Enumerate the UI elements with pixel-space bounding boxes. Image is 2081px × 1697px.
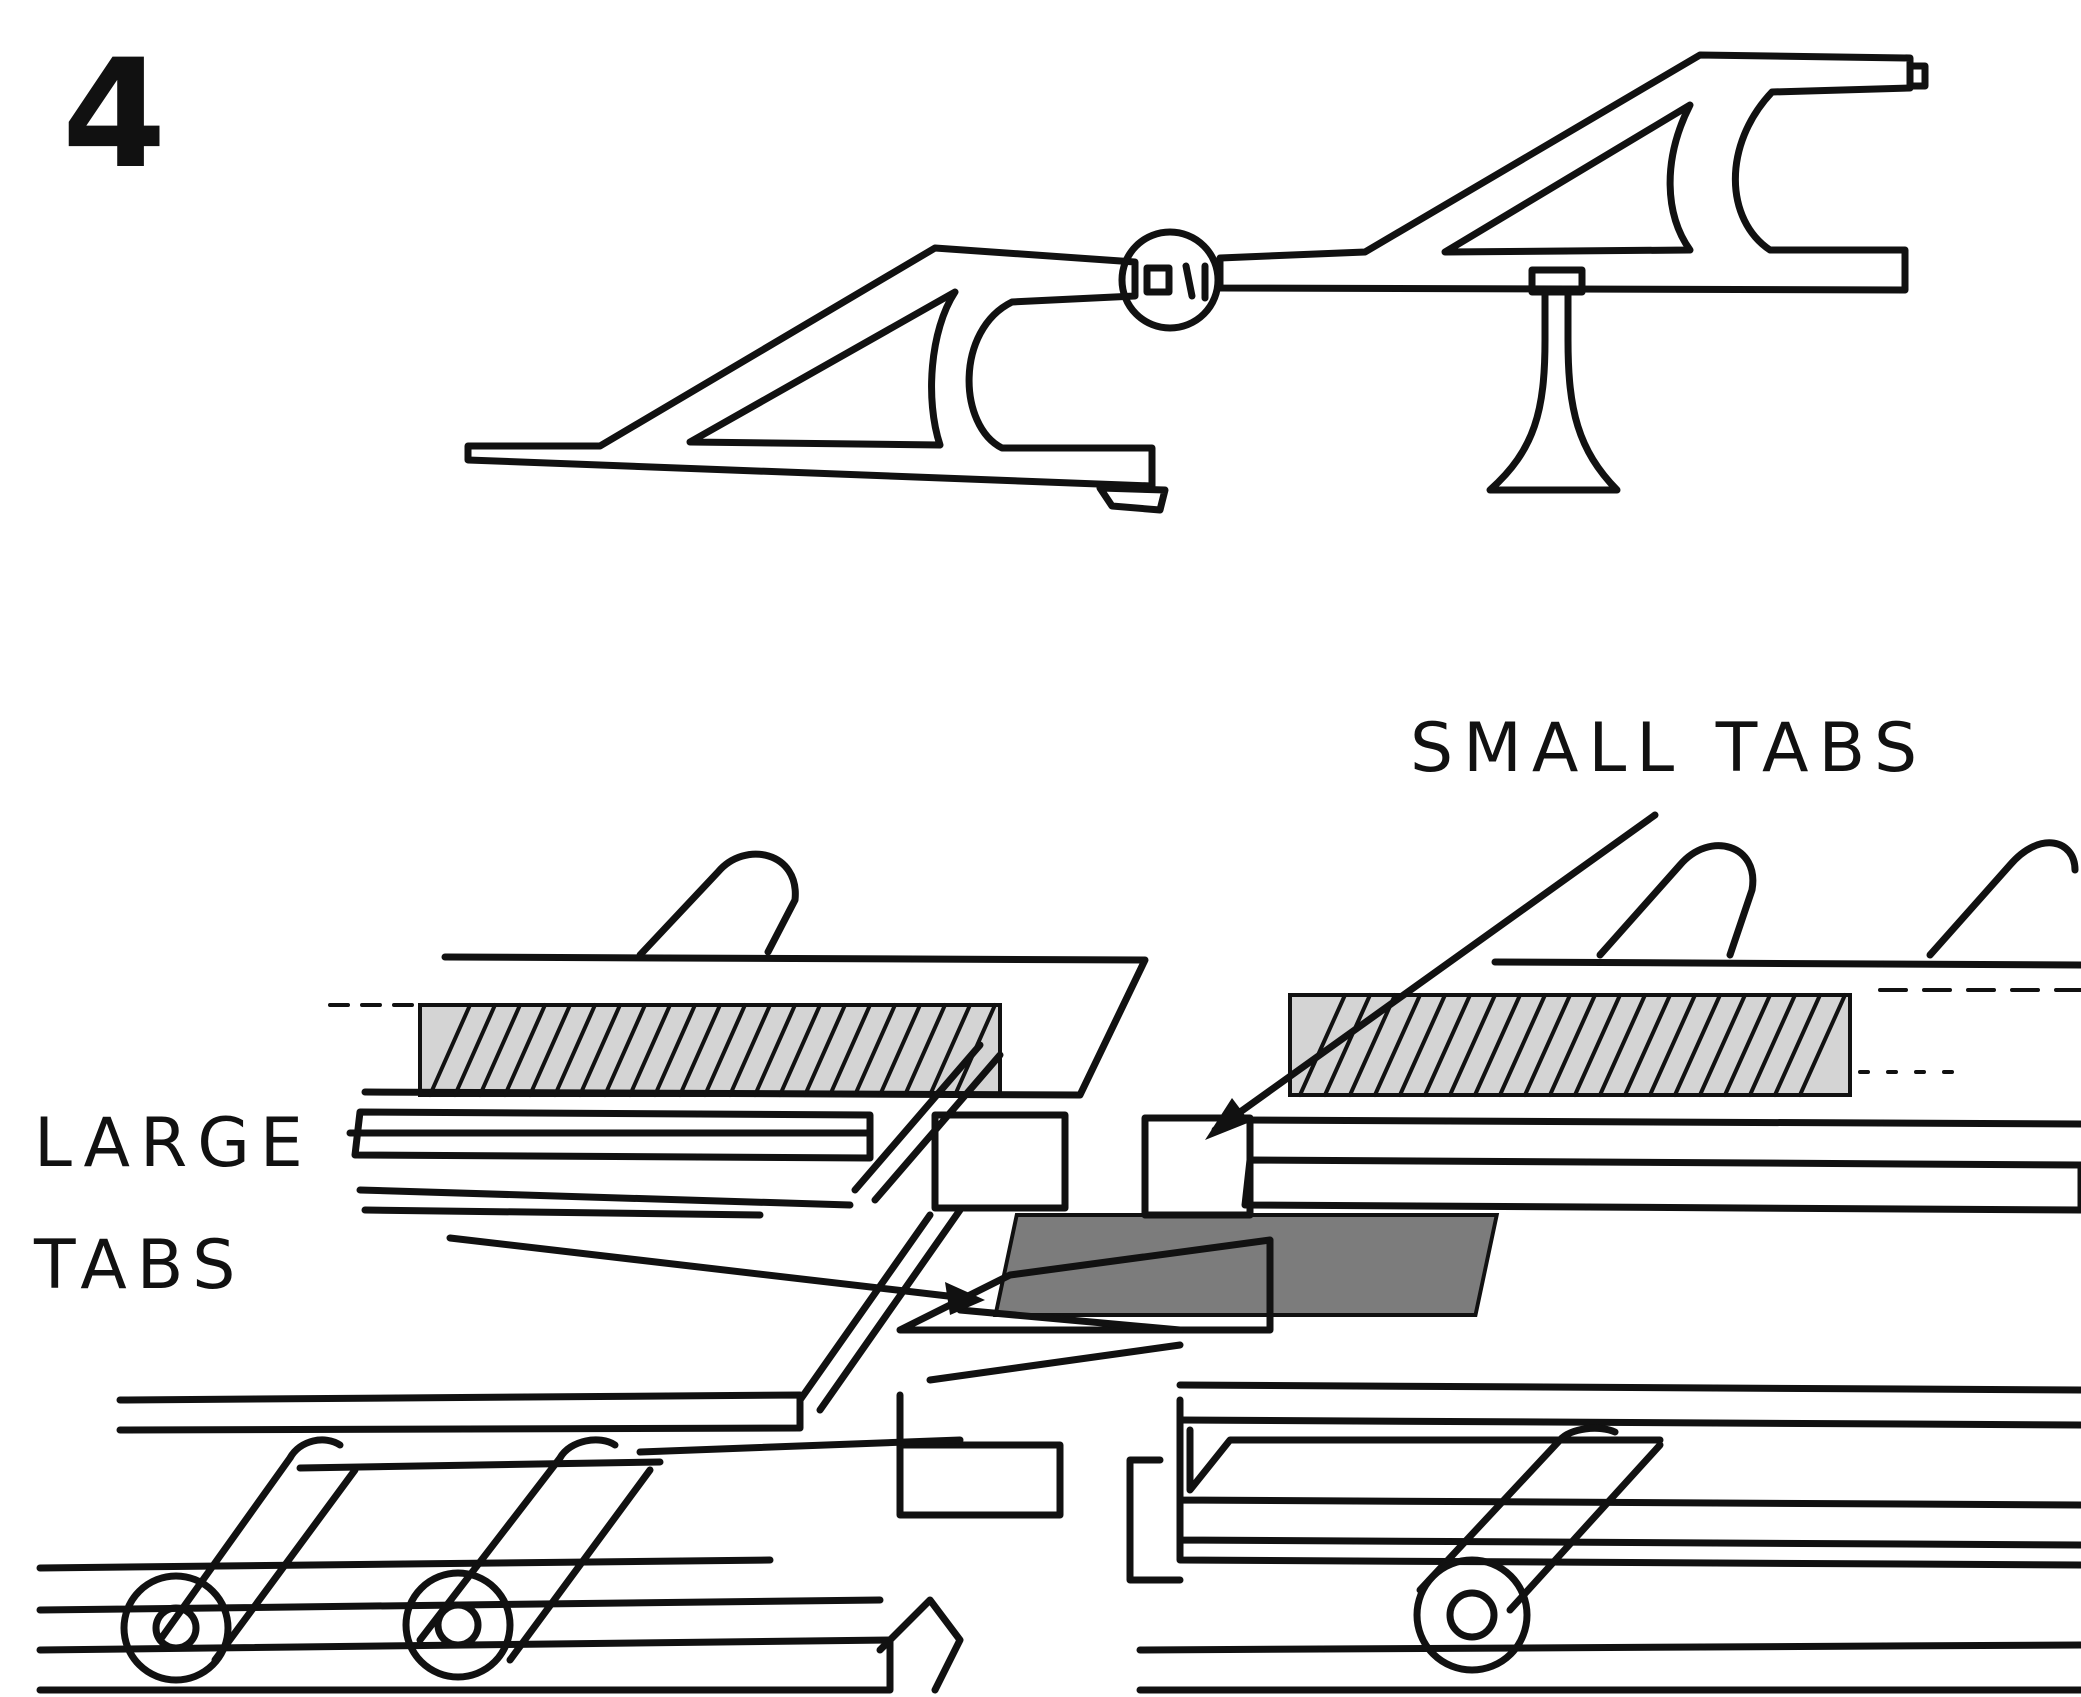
- left-roller-arm-1: [156, 1436, 359, 1664]
- center-connector: [926, 1306, 1184, 1384]
- large-tabs-arrowhead: [945, 1282, 985, 1315]
- right-base-rail: [1136, 1641, 2081, 1694]
- small-tabs-arrowhead: [1205, 1098, 1250, 1140]
- left-frame-cutout: [686, 288, 959, 449]
- left-upper-teeth: [428, 1003, 997, 1097]
- large-tabs-label-line2: TABS: [34, 1226, 246, 1305]
- right-roller-arm: [1416, 1424, 1664, 1614]
- left-roller-2: [402, 1569, 514, 1681]
- right-lower-frame: [1126, 1396, 2081, 1584]
- left-upper-strip-front: [351, 1108, 874, 1162]
- right-handle-1: [1596, 842, 1757, 959]
- right-hatched-panel: [993, 1213, 1500, 1317]
- large-tabs-leader-lower: [446, 1234, 969, 1302]
- left-lower-strip: [116, 1391, 804, 1434]
- left-roller-1-hub: [152, 1604, 200, 1652]
- pedestal: [1486, 286, 1621, 494]
- center-wedge: [896, 1236, 1274, 1334]
- left-lower-body: [896, 1391, 1064, 1519]
- right-roller-hub: [1446, 1589, 1498, 1641]
- left-upper-handle: [636, 850, 799, 959]
- right-lower-strip: [1176, 1381, 2081, 1429]
- right-upper-teeth: [1298, 993, 1847, 1097]
- frame-side-view: [464, 51, 1929, 514]
- left-roller-arm-3: [296, 1436, 964, 1472]
- left-roller-arm-2: [416, 1436, 654, 1664]
- left-roller-1: [120, 1572, 232, 1684]
- small-tabs-label: SMALL TABS: [1410, 709, 1928, 788]
- joint-pin: [1143, 264, 1173, 296]
- left-roller-2-hub: [434, 1601, 482, 1649]
- large-tabs-label-line1: LARGE: [34, 1104, 313, 1183]
- bottom-hook: [876, 1596, 964, 1694]
- right-tab-block: [1141, 1114, 1254, 1219]
- small-tabs-leader: [1211, 811, 1659, 1134]
- strip-perspective-view: [36, 811, 2081, 1694]
- right-upper-strip-top: [1236, 958, 2081, 1128]
- pedestal-cap: [1528, 266, 1586, 296]
- right-frame-piece: [1216, 51, 1914, 294]
- left-upper-strip-bottom: [356, 1186, 854, 1219]
- right-frame-cutout: [1441, 101, 1694, 256]
- right-frame-tip: [1906, 62, 1929, 90]
- right-upper-strip-front: [1241, 1156, 2081, 1214]
- step-number: 4: [62, 28, 167, 202]
- left-frame-foot: [1096, 484, 1169, 514]
- right-inner-bar: [1186, 1426, 1664, 1494]
- right-handle-2: [1926, 839, 2079, 959]
- left-frame-piece: [464, 244, 1156, 490]
- left-diagonal-tab: [796, 1041, 1004, 1414]
- left-tab-block: [931, 1111, 1069, 1212]
- joint-circle: [1118, 228, 1222, 332]
- right-roller: [1413, 1556, 1531, 1674]
- joint-marks: [1182, 262, 1209, 302]
